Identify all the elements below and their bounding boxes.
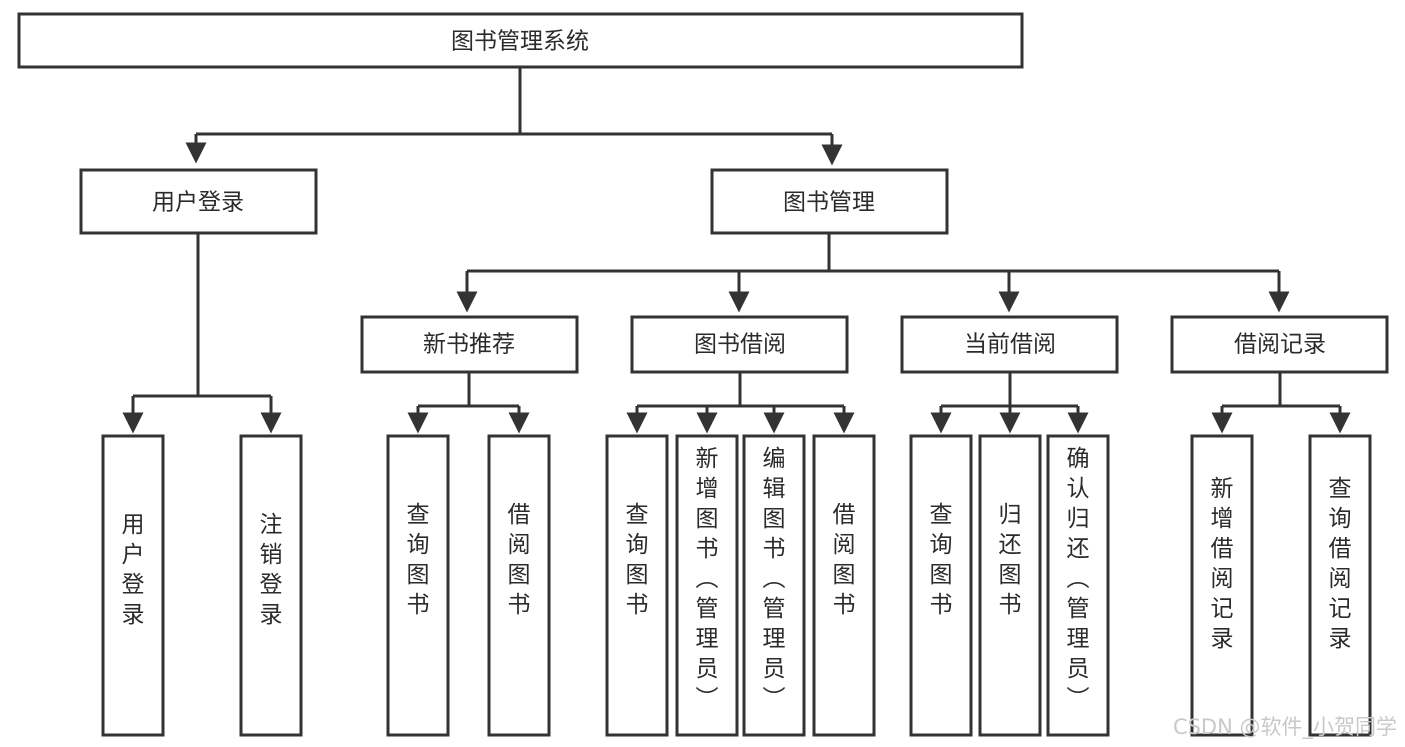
connector-userlogin-to-leaves — [122, 233, 282, 434]
node-new-book-rec-label: 新书推荐 — [423, 332, 515, 358]
connector-bookmanage-to-level3 — [456, 233, 1290, 313]
node-user-login[interactable]: 用户登录 — [79, 168, 318, 235]
leaf-borrow-query[interactable] — [605, 434, 669, 737]
leaf-logout[interactable] — [239, 434, 303, 737]
leaf-borrow-lend[interactable] — [812, 434, 876, 737]
leaf-rec-add[interactable] — [1190, 434, 1254, 737]
leaf-cur-return[interactable] — [978, 434, 1042, 737]
connector-currentborrow-to-leaves — [930, 372, 1089, 434]
node-borrow-record[interactable]: 借阅记录 — [1170, 315, 1389, 374]
node-book-manage[interactable]: 图书管理 — [710, 168, 949, 235]
connector-borrowrecord-to-leaves — [1211, 372, 1351, 434]
leaf-rec-search[interactable] — [1308, 434, 1372, 737]
node-book-manage-label: 图书管理 — [783, 190, 875, 216]
connector-root-to-level2 — [185, 67, 843, 166]
leaf-user-login[interactable] — [101, 434, 165, 737]
node-current-borrow-label: 当前借阅 — [964, 332, 1056, 358]
node-book-borrow-label: 图书借阅 — [694, 332, 786, 358]
node-user-login-label: 用户登录 — [152, 190, 244, 216]
connector-bookborrow-to-leaves — [626, 372, 855, 434]
leaf-borrow-edit[interactable] — [742, 434, 806, 737]
node-new-book-rec[interactable]: 新书推荐 — [360, 315, 579, 374]
connector-newbookrec-to-leaves — [407, 372, 530, 434]
node-borrow-record-label: 借阅记录 — [1234, 332, 1326, 358]
node-current-borrow[interactable]: 当前借阅 — [900, 315, 1119, 374]
leaf-rec-borrow[interactable] — [487, 434, 551, 737]
node-book-borrow[interactable]: 图书借阅 — [630, 315, 849, 374]
leaf-cur-query[interactable] — [909, 434, 973, 737]
leaf-cur-confirm[interactable] — [1046, 434, 1110, 737]
node-root[interactable]: 图书管理系统 — [17, 12, 1024, 69]
node-root-label: 图书管理系统 — [451, 29, 589, 55]
leaf-rec-query[interactable] — [386, 434, 450, 737]
leaf-borrow-add[interactable] — [675, 434, 739, 737]
